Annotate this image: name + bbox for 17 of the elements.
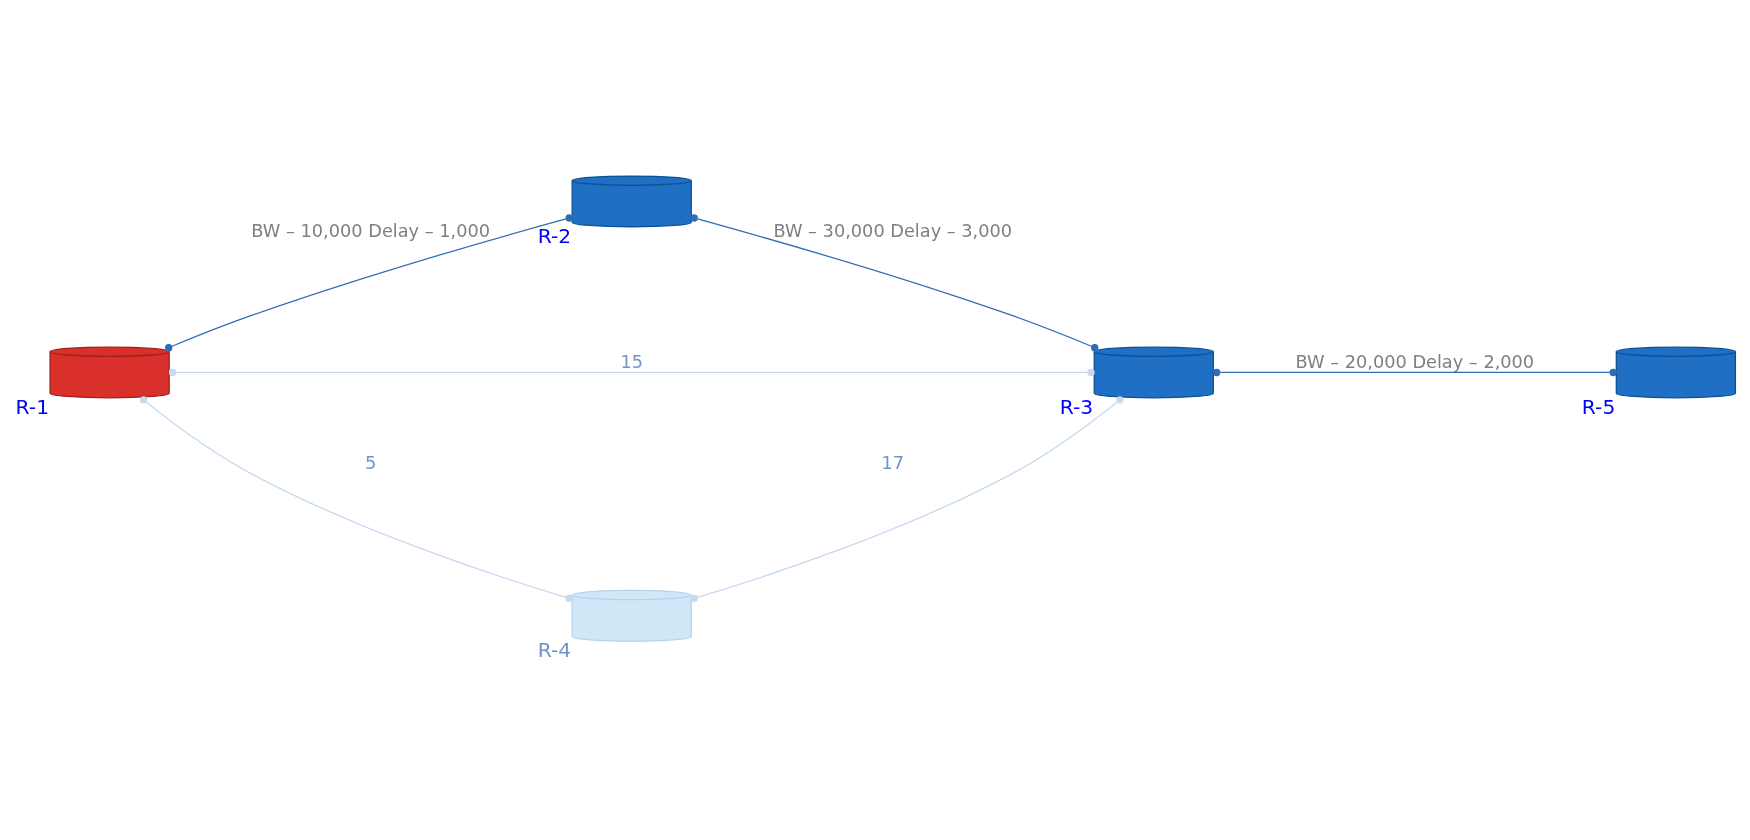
connector xyxy=(168,368,1095,377)
connector xyxy=(139,396,573,602)
node-label: R-3 xyxy=(1059,395,1094,420)
connector xyxy=(690,214,1099,352)
node-label: R-1 xyxy=(15,395,50,420)
node-label: R-4 xyxy=(537,638,572,663)
connector xyxy=(1213,368,1617,377)
edge-label: BW – 10,000 Delay – 1,000 xyxy=(251,221,490,242)
connector xyxy=(165,214,573,352)
edge-label: 5 xyxy=(365,453,377,474)
node-label: R-2 xyxy=(537,223,572,248)
edge-label: 15 xyxy=(620,351,643,372)
edge-label: BW – 30,000 Delay – 3,000 xyxy=(773,221,1013,242)
node-label: R-5 xyxy=(1581,395,1616,420)
edge-label: 17 xyxy=(881,453,905,474)
connector xyxy=(690,396,1124,602)
edge-label: BW – 20,000 Delay – 2,000 xyxy=(1295,351,1535,372)
